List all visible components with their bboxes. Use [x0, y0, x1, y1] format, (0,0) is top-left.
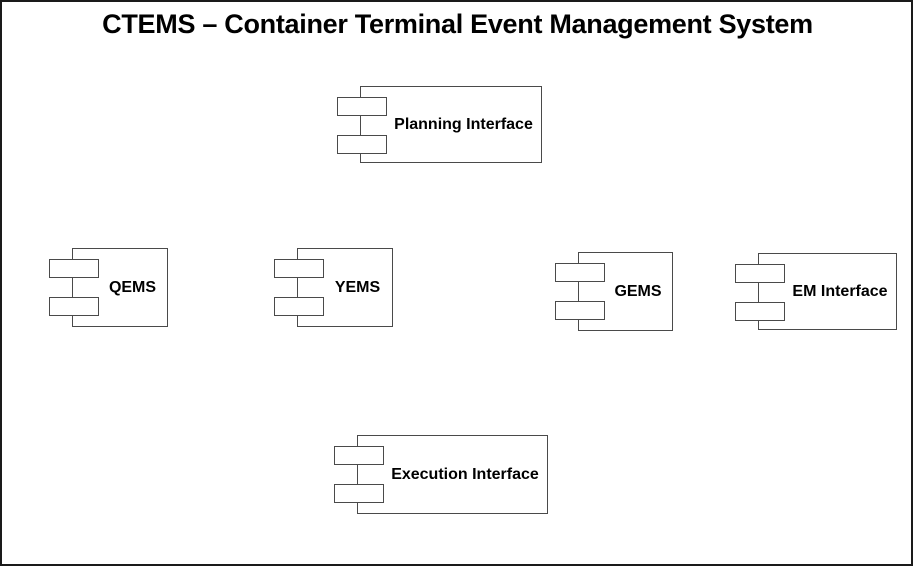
component-label: Execution Interface	[391, 465, 539, 483]
uml-tab-top	[337, 97, 387, 116]
component-label: EM Interface	[792, 282, 888, 300]
uml-component-planning-interface: Planning Interface	[337, 86, 542, 163]
uml-tab-top	[735, 264, 785, 283]
uml-tab-bottom	[49, 297, 99, 316]
uml-tab-bottom	[334, 484, 384, 503]
uml-tab-bottom	[337, 135, 387, 154]
uml-tab-bottom	[555, 301, 605, 320]
uml-component-em-interface: EM Interface	[735, 253, 897, 330]
uml-tab-bottom	[274, 297, 324, 316]
uml-component-yems: YEMS	[274, 248, 393, 327]
uml-tab-top	[334, 446, 384, 465]
uml-component-execution-interface: Execution Interface	[334, 435, 548, 514]
component-label: YEMS	[334, 278, 381, 296]
component-label: GEMS	[614, 282, 662, 300]
uml-component-qems: QEMS	[49, 248, 168, 327]
component-label: QEMS	[108, 278, 157, 296]
component-label: Planning Interface	[394, 115, 533, 133]
diagram-title: CTEMS – Container Terminal Event Managem…	[102, 9, 813, 39]
uml-tab-top	[274, 259, 324, 278]
uml-component-gems: GEMS	[555, 252, 673, 331]
uml-tab-top	[555, 263, 605, 282]
uml-tab-bottom	[735, 302, 785, 321]
uml-tab-top	[49, 259, 99, 278]
